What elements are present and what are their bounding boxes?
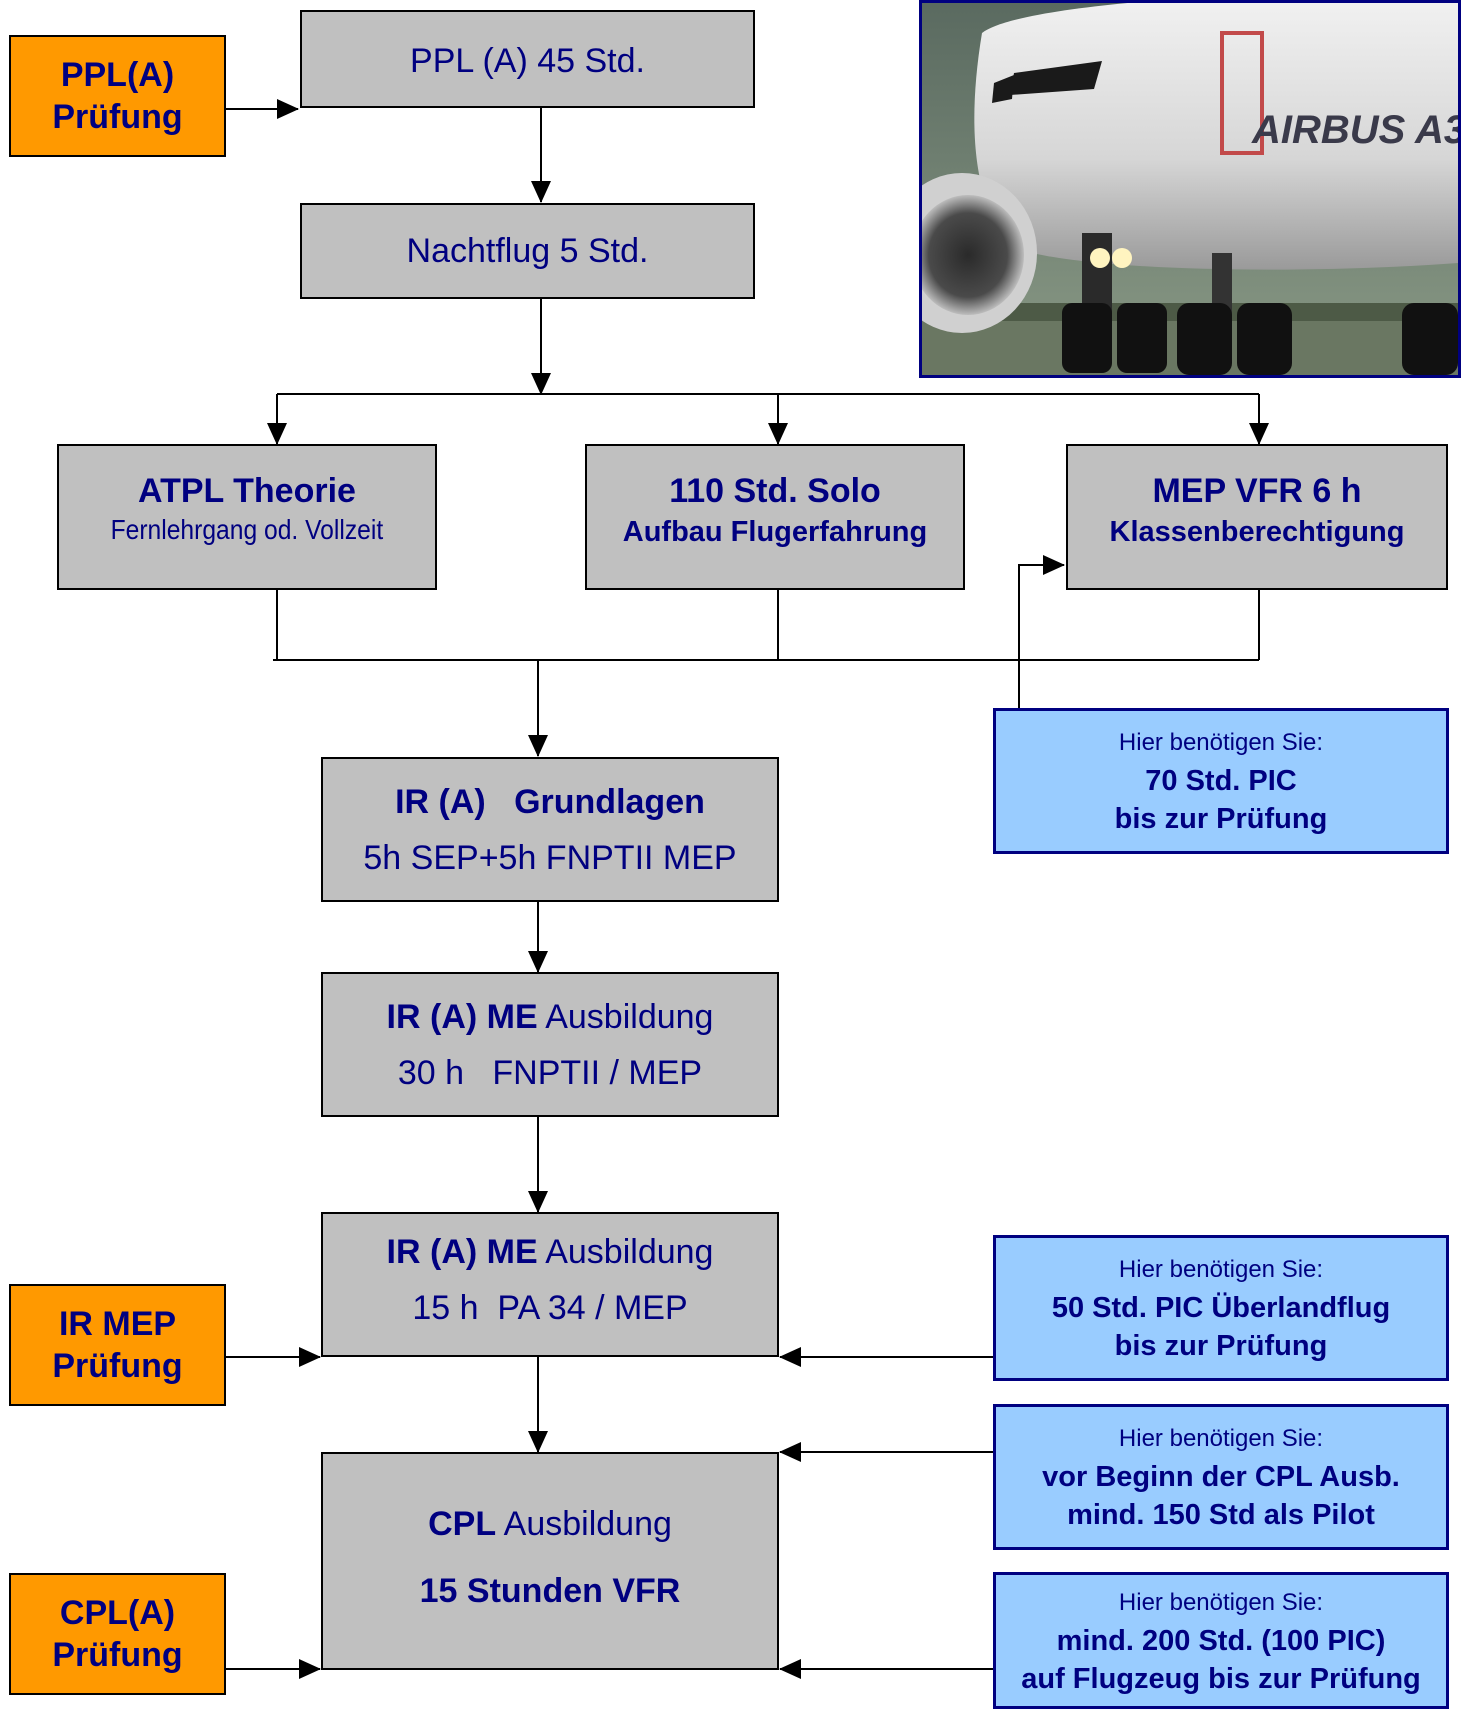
mep-vfr-box: MEP VFR 6 h Klassenberechtigung (1066, 444, 1448, 590)
ir-me-2-subtitle: 15 h PA 34 / MEP (412, 1289, 688, 1327)
cpl-box: CPL Ausbildung 15 Stunden VFR (321, 1452, 779, 1670)
note3-line1: vor Beginn der CPL Ausb. (1042, 1461, 1400, 1493)
mep-subtitle: Klassenberechtigung (1109, 516, 1405, 548)
note2-line1: 50 Std. PIC Überlandflug (1051, 1292, 1391, 1324)
note-70-pic: Hier benötigen Sie: 70 Std. PIC bis zur … (993, 708, 1449, 854)
note2-line2: bis zur Prüfung (1114, 1330, 1328, 1362)
ir-me-1-title-bold: IR (A) ME (386, 997, 538, 1036)
cpl-subtitle: 15 Stunden VFR (419, 1572, 681, 1610)
ir-me-1-title-rest: Ausbildung (537, 997, 714, 1036)
note3-line2: mind. 150 Std als Pilot (1067, 1499, 1375, 1531)
note3-head: Hier benötigen Sie: (1118, 1425, 1324, 1452)
solo-box: 110 Std. Solo Aufbau Flugerfahrung (585, 444, 965, 590)
cpl-exam-line1: CPL(A) (59, 1594, 176, 1632)
note1-line2: bis zur Prüfung (1114, 803, 1328, 835)
arrow-note-mep (1018, 555, 1065, 708)
ir-me-2-title-bold: IR (A) ME (386, 1233, 538, 1271)
cpl-title: CPL Ausbildung (428, 1496, 672, 1552)
ppl-exam-line2: Prüfung (52, 98, 183, 136)
solo-title: 110 Std. Solo (669, 472, 881, 510)
ir-me-1-title: IR (A) ME Ausbildung (387, 989, 714, 1045)
livery-text: AIRBUS A340 (1251, 108, 1458, 152)
night-flight-text: Nachtflug 5 Std. (406, 232, 649, 270)
note1-head: Hier benötigen Sie: (1118, 729, 1324, 756)
ir-basics-subtitle: 5h SEP+5h FNPTII MEP (363, 838, 737, 877)
note4-line2: auf Flugzeug bis zur Prüfung (1021, 1662, 1421, 1695)
ir-exam-box: IR MEP Prüfung (9, 1284, 226, 1406)
note2-head: Hier benötigen Sie: (1118, 1256, 1324, 1283)
note-200-std: Hier benötigen Sie: mind. 200 Std. (100 … (993, 1572, 1449, 1709)
ppl-step-text: PPL (A) 45 Std. (410, 42, 645, 80)
atpl-theory-box: ATPL Theorie Fernlehrgang od. Vollzeit (57, 444, 437, 590)
ir-basics-box: IR (A) Grundlagen 5h SEP+5h FNPTII MEP (321, 757, 779, 902)
ppl-step-box: PPL (A) 45 Std. (300, 10, 755, 108)
ir-me-2-title-rest: Ausbildung (537, 1233, 714, 1271)
note1-line1: 70 Std. PIC (1145, 765, 1297, 797)
airbus-a340-illustration: AIRBUS A340 (922, 3, 1458, 375)
ppl-exam-line1: PPL(A) (60, 56, 175, 94)
atpl-title: ATPL Theorie (138, 472, 356, 510)
ir-me-2-box: IR (A) ME Ausbildung 15 h PA 34 / MEP (321, 1212, 779, 1357)
mep-title: MEP VFR 6 h (1152, 472, 1362, 510)
atpl-subtitle: Fernlehrgang od. Vollzeit (110, 514, 384, 545)
cpl-exam-line2: Prüfung (52, 1636, 183, 1674)
airbus-a340-photo: AIRBUS A340 (919, 0, 1461, 378)
ppl-exam-box: PPL(A) Prüfung (9, 35, 226, 157)
cpl-exam-box: CPL(A) Prüfung (9, 1573, 226, 1695)
note4-line1: mind. 200 Std. (100 PIC) (1056, 1624, 1386, 1657)
night-flight-box: Nachtflug 5 Std. (300, 203, 755, 299)
ir-me-1-box: IR (A) ME Ausbildung 30 h FNPTII / MEP (321, 972, 779, 1117)
note-150-std: Hier benötigen Sie: vor Beginn der CPL A… (993, 1404, 1449, 1550)
ir-me-2-title: IR (A) ME Ausbildung (387, 1224, 714, 1280)
ir-exam-line1: IR MEP (58, 1305, 177, 1343)
ir-me-1-subtitle: 30 h FNPTII / MEP (397, 1053, 703, 1092)
solo-subtitle: Aufbau Flugerfahrung (622, 516, 928, 548)
cpl-title-rest: Ausbildung (496, 1505, 672, 1543)
note4-head: Hier benötigen Sie: (1118, 1588, 1324, 1616)
ir-exam-line2: Prüfung (52, 1347, 183, 1385)
note-50-pic: Hier benötigen Sie: 50 Std. PIC Überland… (993, 1235, 1449, 1381)
cpl-title-bold: CPL (428, 1505, 497, 1543)
ir-basics-title: IR (A) Grundlagen (395, 782, 705, 821)
